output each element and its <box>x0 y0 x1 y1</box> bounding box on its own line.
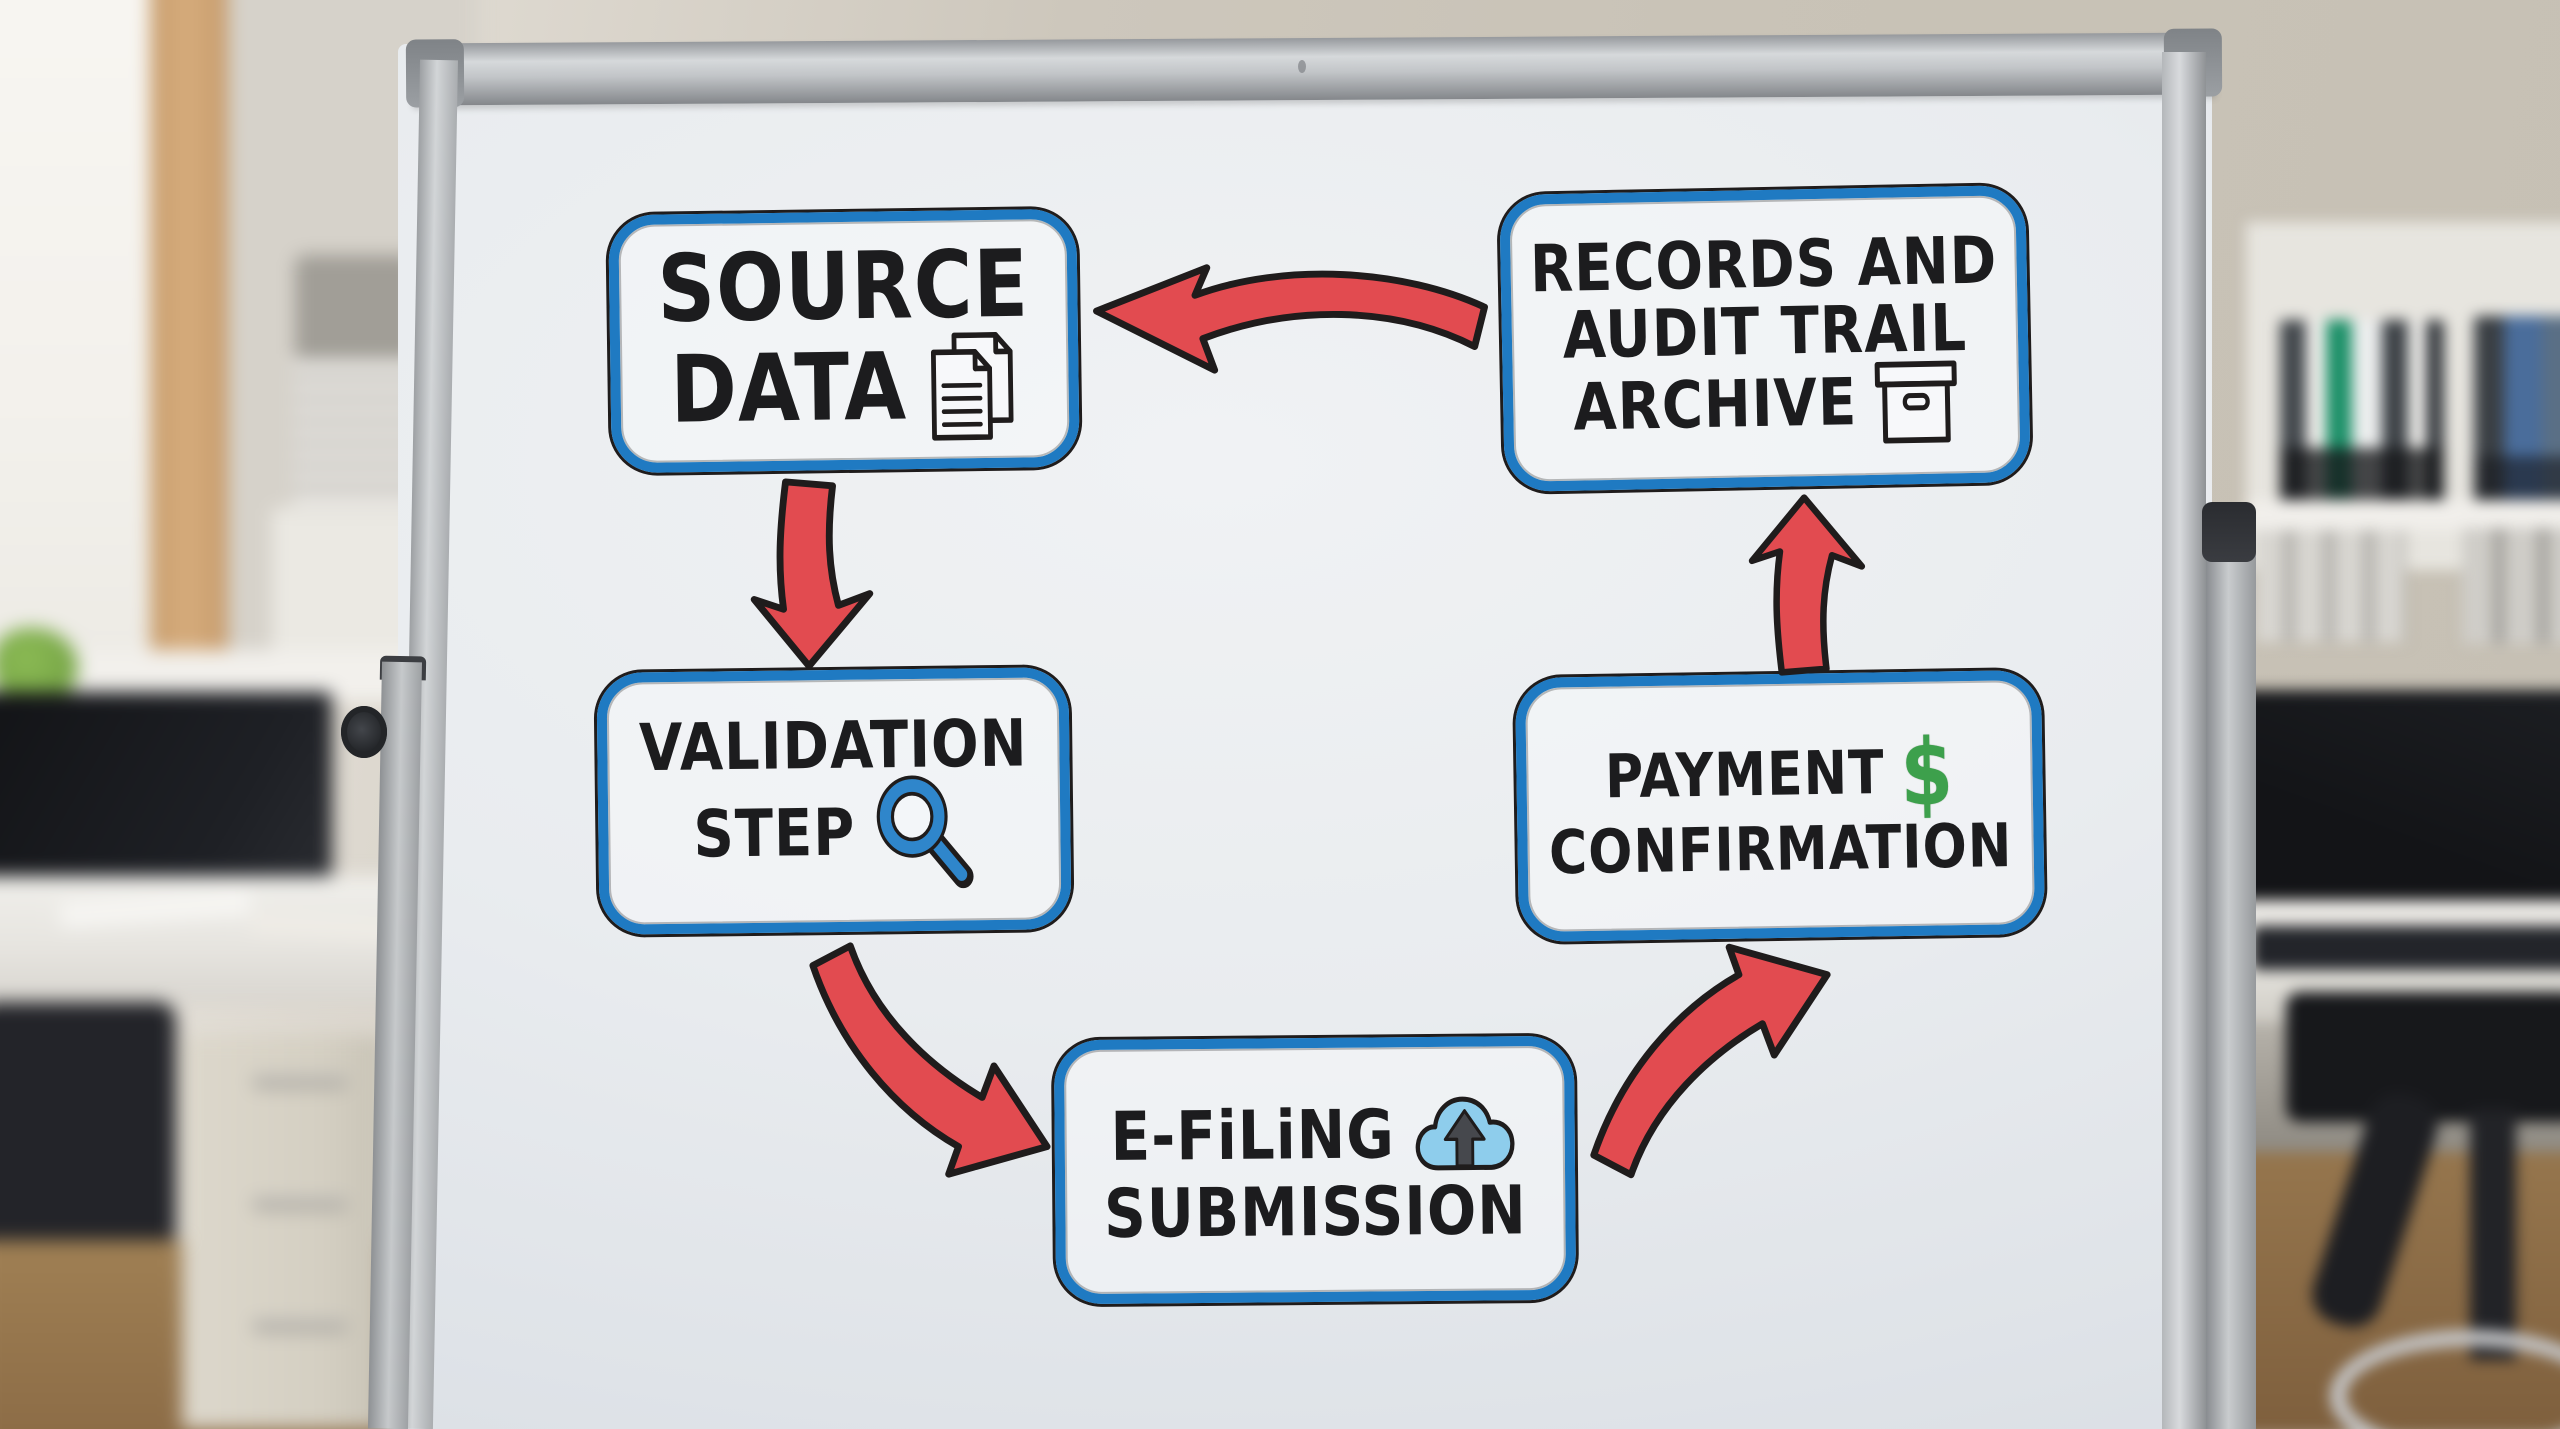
printer <box>295 255 415 365</box>
dollar-sign-icon: $ <box>1899 718 1955 827</box>
board-speck <box>1298 60 1306 73</box>
drawer-unit <box>182 1036 384 1429</box>
drawer-handle <box>252 1196 348 1210</box>
chair-left <box>0 1002 176 1252</box>
arrow-efiling-to-payment <box>1590 943 1831 1179</box>
keyboard <box>2252 926 2560 970</box>
monitor-right <box>2232 690 2560 928</box>
binders-row1b <box>2474 316 2560 506</box>
wood-pillar <box>150 0 232 690</box>
node-label: DATA <box>669 332 908 444</box>
node-source-data: SOURCE DATA <box>608 208 1080 474</box>
node-label: ARCHIVE <box>1572 364 1858 446</box>
monitor-left <box>0 692 332 888</box>
drawer-handle <box>252 1318 348 1332</box>
whiteboard-frame-right <box>2162 52 2206 1429</box>
node-validation-step: VALIDATION STEP <box>596 667 1072 935</box>
whiteboard-frame-top <box>405 28 2223 108</box>
binders-row2b <box>2462 528 2560 644</box>
stand-knob <box>341 706 387 758</box>
node-label: PAYMENT <box>1604 738 1886 813</box>
arrow-source-to-validation <box>750 478 874 670</box>
arrow-records-to-source <box>1093 264 1488 374</box>
node-efiling-submission: E-FiLiNG SUBMISSION <box>1053 1035 1577 1305</box>
node-label: CONFIRMATION <box>1548 811 2013 889</box>
archive-box-icon <box>1874 360 1957 444</box>
plant <box>0 628 78 704</box>
cloud-upload-icon <box>1415 1096 1515 1171</box>
arrow-validation-to-efiling <box>809 942 1051 1178</box>
drawer-handle <box>252 1074 348 1088</box>
chair-post <box>2470 1110 2516 1360</box>
shelf-board <box>2246 500 2560 530</box>
node-records-archive: RECORDS AND AUDIT TRAIL ARCHIVE <box>1499 184 2031 493</box>
magnifying-glass-icon <box>876 775 974 889</box>
documents-icon <box>931 331 1014 441</box>
node-label: E-FiLiNG <box>1110 1094 1396 1177</box>
node-label: STEP <box>693 795 856 873</box>
stand-cap-right <box>2202 502 2256 562</box>
node-payment-confirmation: PAYMENT $ CONFIRMATION <box>1514 669 2046 943</box>
binders-row1 <box>2280 320 2444 506</box>
arrow-payment-to-records <box>1748 494 1866 676</box>
binders-row2 <box>2256 530 2406 642</box>
stand-post-right <box>2206 552 2256 1429</box>
node-label: SUBMISSION <box>1103 1170 1528 1254</box>
